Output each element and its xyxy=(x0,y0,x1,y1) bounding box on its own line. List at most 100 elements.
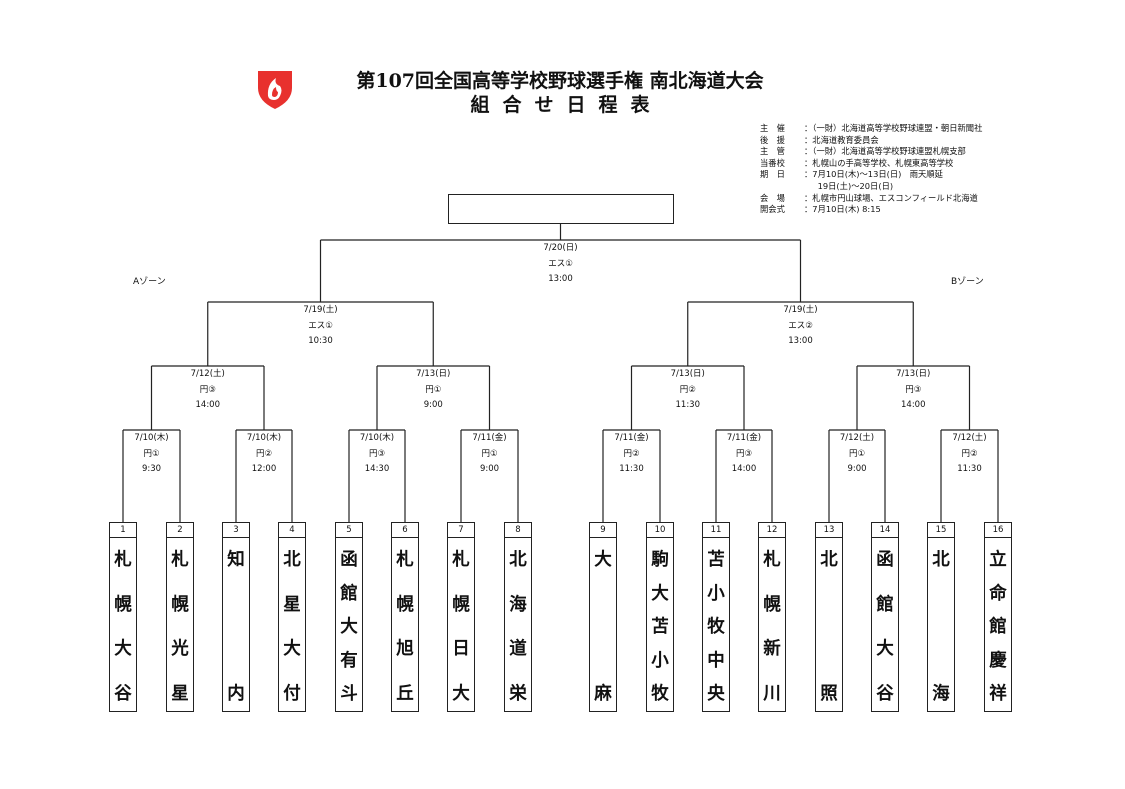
match-date: 7/11(金) xyxy=(470,431,509,447)
info-row: 会 場：札幌市円山球場、エスコンフィールド北海道 xyxy=(760,193,982,205)
team-name-char: 北 xyxy=(509,550,527,570)
team-name-char: 海 xyxy=(932,683,950,704)
team-name-char xyxy=(938,638,944,660)
team-name-char: 栄 xyxy=(509,683,527,704)
team-name-char xyxy=(826,594,832,616)
team-name-char: 新 xyxy=(763,639,781,660)
team-name: 北 照 xyxy=(816,549,842,705)
team-name-char: 日 xyxy=(452,639,470,660)
team-name: 駒大苫小牧 xyxy=(647,549,673,705)
team-name: 立命館慶祥 xyxy=(985,549,1011,705)
match-time: 13:00 xyxy=(786,334,815,350)
match-time: 9:00 xyxy=(845,462,869,478)
info-value: 19日(土)〜20日(日) xyxy=(804,180,894,191)
team-name-char: 館 xyxy=(989,617,1007,637)
team-name-char: 斗 xyxy=(340,684,358,704)
team-name: 札幌光星 xyxy=(167,549,193,705)
team-name-char: 星 xyxy=(283,594,301,615)
info-row: 19日(土)〜20日(日) xyxy=(760,181,982,193)
match-time: 11:30 xyxy=(955,462,984,478)
team-name-char: 星 xyxy=(171,683,189,704)
match-venue: 円③ xyxy=(733,446,755,462)
team-name-char: 小 xyxy=(651,650,669,671)
team-number: 16 xyxy=(985,523,1011,538)
info-row: 後 援：北海道教育委員会 xyxy=(760,135,982,147)
team-name-char: 照 xyxy=(820,683,838,704)
team-name: 北海道栄 xyxy=(505,549,531,705)
match-time: 9:00 xyxy=(421,398,445,414)
team-name-char: 札 xyxy=(114,550,132,570)
match-time: 13:00 xyxy=(546,272,575,288)
team-number: 12 xyxy=(759,523,785,538)
team-name-char: 館 xyxy=(876,594,894,615)
match-venue: 円③ xyxy=(903,382,924,398)
team-box: 1 札幌大谷 xyxy=(109,522,137,712)
team-number: 5 xyxy=(336,523,362,538)
info-row: 期 日：7月10日(木)〜13日(日) 雨天順延 xyxy=(760,169,982,181)
team-number: 1 xyxy=(110,523,136,538)
match-date: 7/13(日) xyxy=(414,367,453,383)
team-box: 11 苫小牧中央 xyxy=(702,522,730,712)
team-name-char xyxy=(600,638,606,660)
match-venue: 円② xyxy=(621,446,642,462)
info-label: 会 場 xyxy=(760,192,785,203)
match-venue: 円② xyxy=(959,446,980,462)
team-name-char: 札 xyxy=(171,550,189,570)
team-name-char: 大 xyxy=(594,550,612,570)
team-name-char: 北 xyxy=(820,550,838,570)
match-venue: エス① xyxy=(306,318,335,334)
team-name-char: 丘 xyxy=(396,683,414,704)
match-date: 7/10(木) xyxy=(132,431,171,447)
match-time: 9:30 xyxy=(139,462,164,478)
team-number: 6 xyxy=(392,523,418,538)
team-name-char: 札 xyxy=(452,550,470,570)
match-date: 7/11(金) xyxy=(612,431,651,447)
team-name-char: 内 xyxy=(227,683,245,704)
info-row: 主 管：（一財）北海道高等学校野球連盟札幌支部 xyxy=(760,146,982,158)
match-venue: 円① xyxy=(846,446,868,462)
team-name-char: 央 xyxy=(707,684,725,704)
team-box: 10 駒大苫小牧 xyxy=(646,522,674,712)
match-venue: 円① xyxy=(423,382,444,398)
team-number: 11 xyxy=(703,523,729,538)
team-number: 10 xyxy=(647,523,673,538)
info-row: 開会式：7月10日(木) 8:15 xyxy=(760,204,982,216)
team-name: 札幌大谷 xyxy=(110,549,136,705)
team-name-char: 幌 xyxy=(763,594,781,615)
match-date: 7/12(土) xyxy=(950,431,989,447)
team-name-char: 川 xyxy=(763,683,781,704)
match-time: 14:00 xyxy=(193,398,222,414)
team-name-char: 札 xyxy=(396,550,414,570)
team-name-char: 道 xyxy=(509,639,527,660)
info-value: ：札幌山の手高等学校、札幌東高等学校 xyxy=(804,157,954,168)
match-date: 7/10(木) xyxy=(357,431,397,447)
team-name-char: 北 xyxy=(283,550,301,570)
team-name-char: 麻 xyxy=(594,683,612,704)
team-name-char: 牧 xyxy=(707,617,725,637)
team-name-char: 知 xyxy=(227,550,245,570)
match-date: 7/19(土) xyxy=(781,303,820,319)
team-name-char: 谷 xyxy=(876,683,894,704)
zone-b-label: Bゾーン xyxy=(951,277,984,287)
match-venue: 円② xyxy=(253,446,275,462)
team-number: 15 xyxy=(928,523,954,538)
team-name: 苫小牧中央 xyxy=(703,549,729,705)
match-time: 14:30 xyxy=(362,462,392,478)
match-time: 12:00 xyxy=(249,462,279,478)
info-label: 後 援 xyxy=(760,134,785,145)
team-name-char: 有 xyxy=(340,650,358,671)
info-value: ：（一財）北海道高等学校野球連盟札幌支部 xyxy=(804,146,966,157)
team-number: 14 xyxy=(872,523,898,538)
